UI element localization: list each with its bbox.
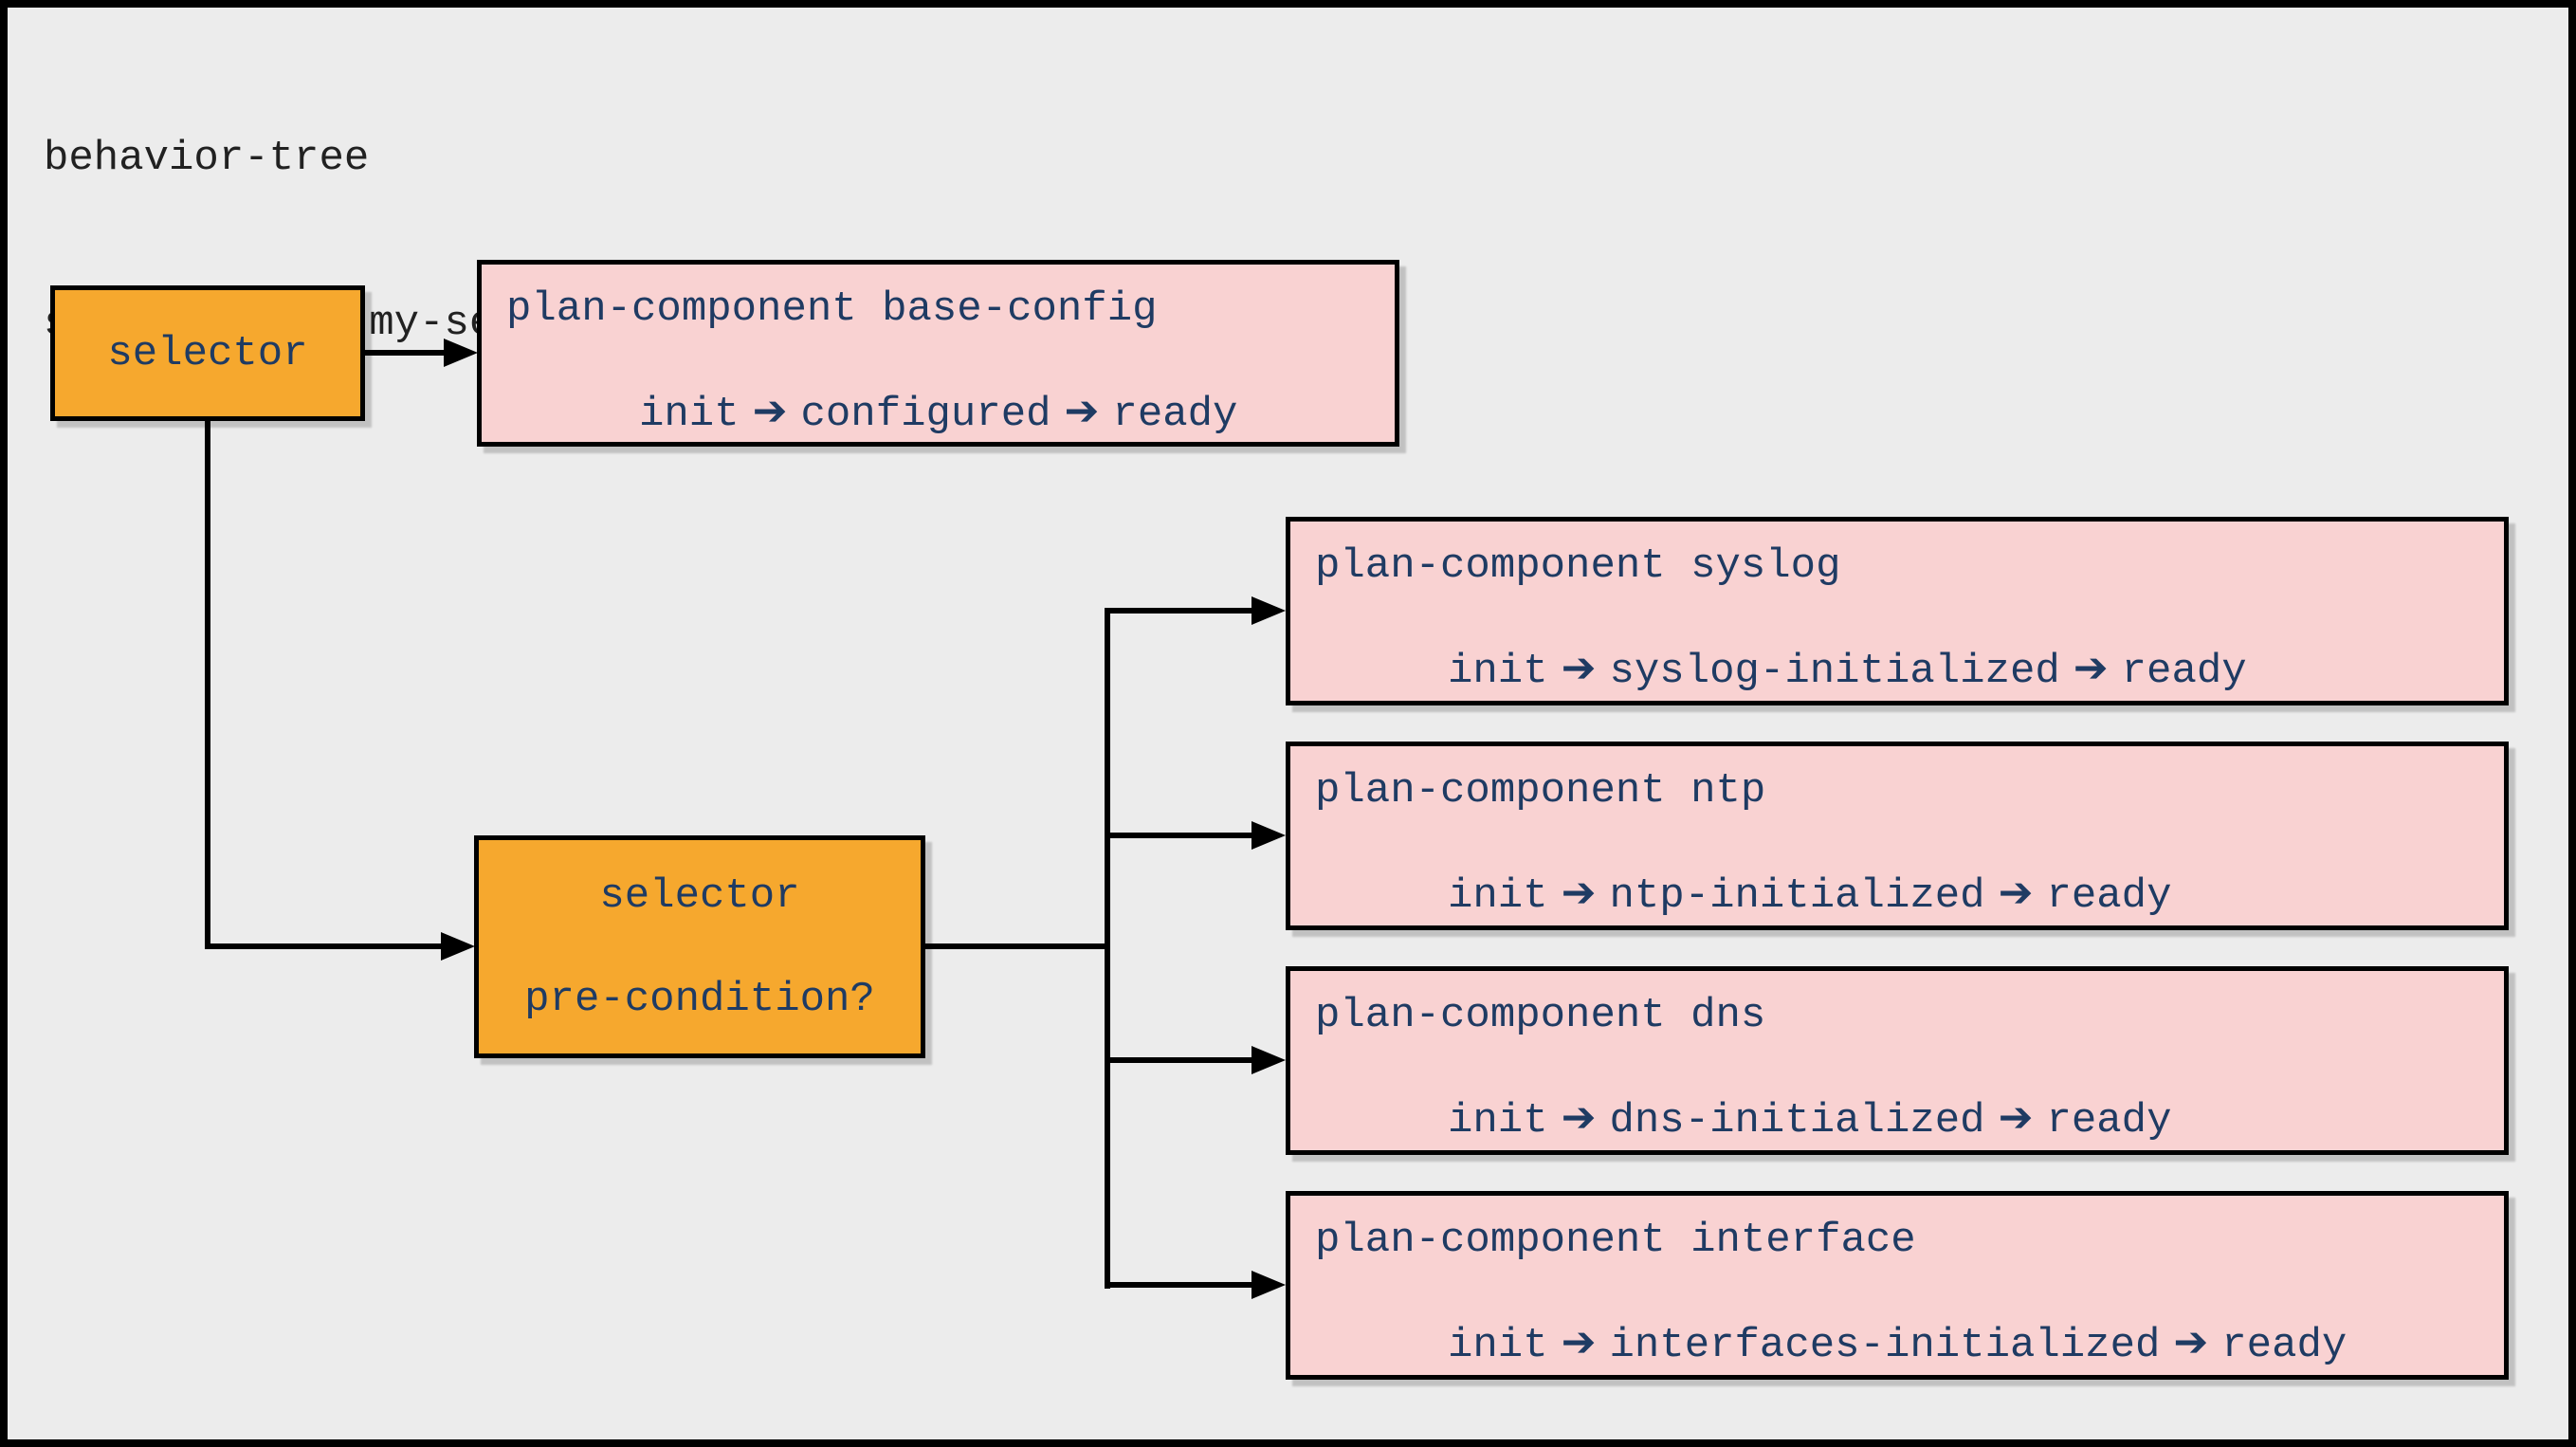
arrowhead-dns-icon — [1251, 1046, 1286, 1074]
state-mid: syslog-initialized — [1609, 648, 2060, 695]
state-ready: ready — [2046, 872, 2172, 920]
flow-arrow-icon: ➔ — [1998, 869, 2034, 917]
state-init: init — [1448, 872, 1548, 920]
state-mid: interfaces-initialized — [1609, 1322, 2161, 1369]
connector-to-dns — [1105, 1057, 1252, 1063]
state-mid: dns-initialized — [1609, 1097, 1985, 1145]
selector-precondition-node: selector pre-condition? — [474, 835, 925, 1058]
component-state-flow: init➔interfaces-initialized➔ready — [1448, 1322, 2504, 1369]
component-title: plan-component dns — [1315, 992, 1766, 1039]
state-init: init — [1448, 648, 1548, 695]
plan-component-ntp-node: plan-component ntp init➔ntp-initialized➔… — [1286, 742, 2509, 930]
component-title: plan-component ntp — [1315, 767, 1766, 815]
arrowhead-interface-icon — [1251, 1271, 1286, 1299]
flow-arrow-icon: ➔ — [1561, 1318, 1597, 1366]
state-init: init — [639, 391, 740, 438]
arrowhead-preselector-icon — [441, 932, 475, 961]
flow-arrow-icon: ➔ — [2173, 1318, 2209, 1366]
state-ready: ready — [2121, 648, 2247, 695]
connector-to-syslog — [1105, 608, 1252, 614]
state-ready: ready — [1112, 391, 1238, 438]
selector-precondition-label: selector — [599, 872, 800, 920]
flow-arrow-icon: ➔ — [1561, 869, 1597, 917]
component-title: plan-component syslog — [1315, 542, 1841, 590]
component-title: plan-component base-config — [506, 285, 1158, 333]
component-state-flow: init➔syslog-initialized➔ready — [1448, 648, 2504, 695]
arrowhead-ntp-icon — [1251, 821, 1286, 850]
state-mid: configured — [800, 391, 1051, 438]
connector-to-preselector — [205, 943, 444, 949]
diagram-title-line1: behavior-tree — [44, 135, 370, 182]
state-ready: ready — [2046, 1097, 2172, 1145]
flow-arrow-icon: ➔ — [752, 387, 788, 435]
component-title: plan-component interface — [1315, 1217, 1916, 1264]
selector-root-node: selector — [50, 285, 365, 421]
arrowhead-baseconfig-icon — [444, 339, 478, 367]
connector-branch-trunk — [1105, 608, 1110, 1289]
flow-arrow-icon: ➔ — [2073, 644, 2109, 692]
flow-arrow-icon: ➔ — [1561, 1093, 1597, 1142]
component-state-flow: init➔ntp-initialized➔ready — [1448, 869, 2504, 920]
arrowhead-syslog-icon — [1251, 596, 1286, 625]
flow-arrow-icon: ➔ — [1561, 644, 1597, 692]
plan-component-dns-node: plan-component dns init➔dns-initialized➔… — [1286, 966, 2509, 1155]
state-init: init — [1448, 1097, 1548, 1145]
state-init: init — [1448, 1322, 1548, 1369]
selector-root-label: selector — [107, 329, 308, 377]
connector-preselector-out — [921, 943, 1110, 949]
connector-to-ntp — [1105, 833, 1252, 838]
selector-precondition-question: pre-condition? — [524, 976, 875, 1023]
state-mid: ntp-initialized — [1609, 872, 1985, 920]
component-state-flow: init➔configured➔ready — [639, 391, 1395, 438]
flow-arrow-icon: ➔ — [1064, 387, 1100, 435]
connector-root-down — [205, 418, 210, 946]
flow-arrow-icon: ➔ — [1998, 1093, 2034, 1142]
connector-root-to-baseconfig — [365, 350, 448, 356]
state-ready: ready — [2221, 1322, 2348, 1369]
plan-component-interface-node: plan-component interface init➔interfaces… — [1286, 1191, 2509, 1380]
connector-to-interface — [1105, 1282, 1252, 1288]
plan-component-base-config-node: plan-component base-config init➔configur… — [477, 260, 1399, 447]
plan-component-syslog-node: plan-component syslog init➔syslog-initia… — [1286, 517, 2509, 705]
component-state-flow: init➔dns-initialized➔ready — [1448, 1097, 2504, 1145]
